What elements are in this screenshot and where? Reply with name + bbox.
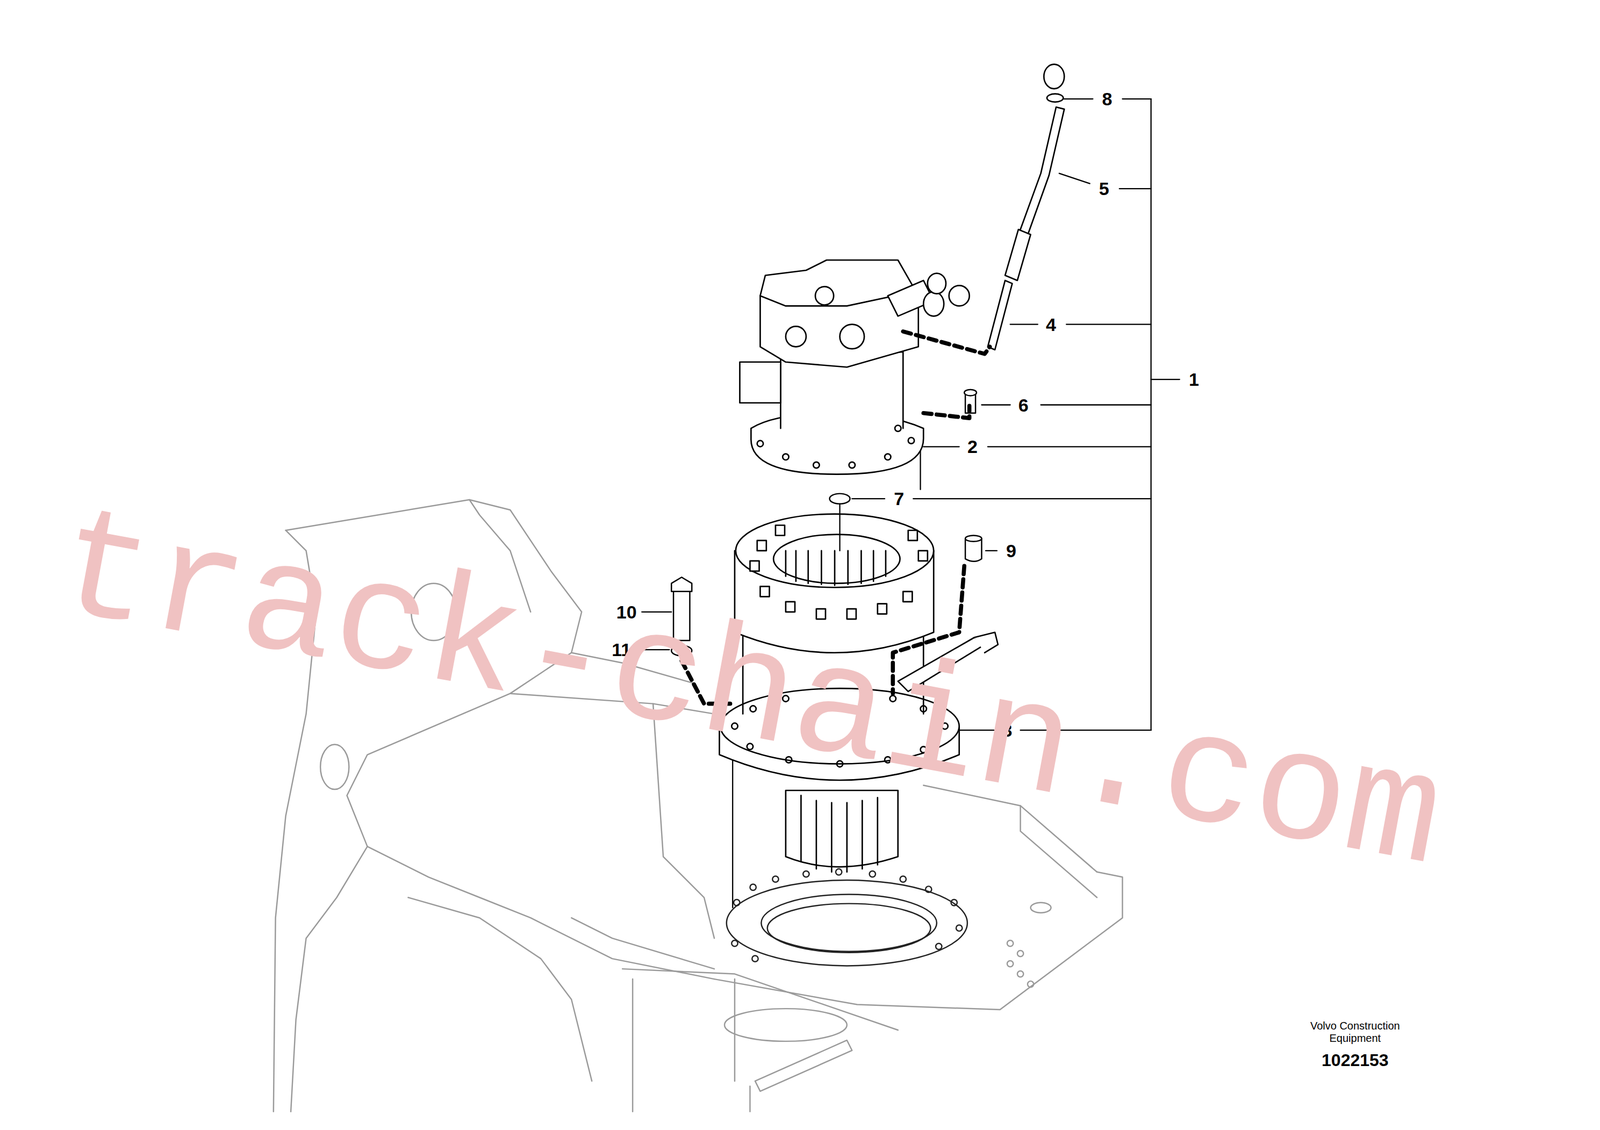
- dipstick: [987, 64, 1065, 350]
- callout-number: 5: [1099, 179, 1110, 198]
- callout-number: 7: [893, 489, 904, 508]
- callout-number: 6: [1018, 396, 1029, 415]
- callout-number: 9: [1006, 541, 1017, 561]
- callout-number: 2: [967, 437, 978, 456]
- drawing-number: 1022153: [1321, 1050, 1389, 1071]
- swing-motor: [739, 260, 970, 475]
- brand-name: Volvo Construction Equipment: [1301, 1020, 1409, 1045]
- callout-number: 1: [1188, 370, 1200, 389]
- mount-flange: [726, 869, 968, 966]
- callout-number: 8: [1102, 89, 1113, 109]
- callout-number: 4: [1045, 315, 1057, 334]
